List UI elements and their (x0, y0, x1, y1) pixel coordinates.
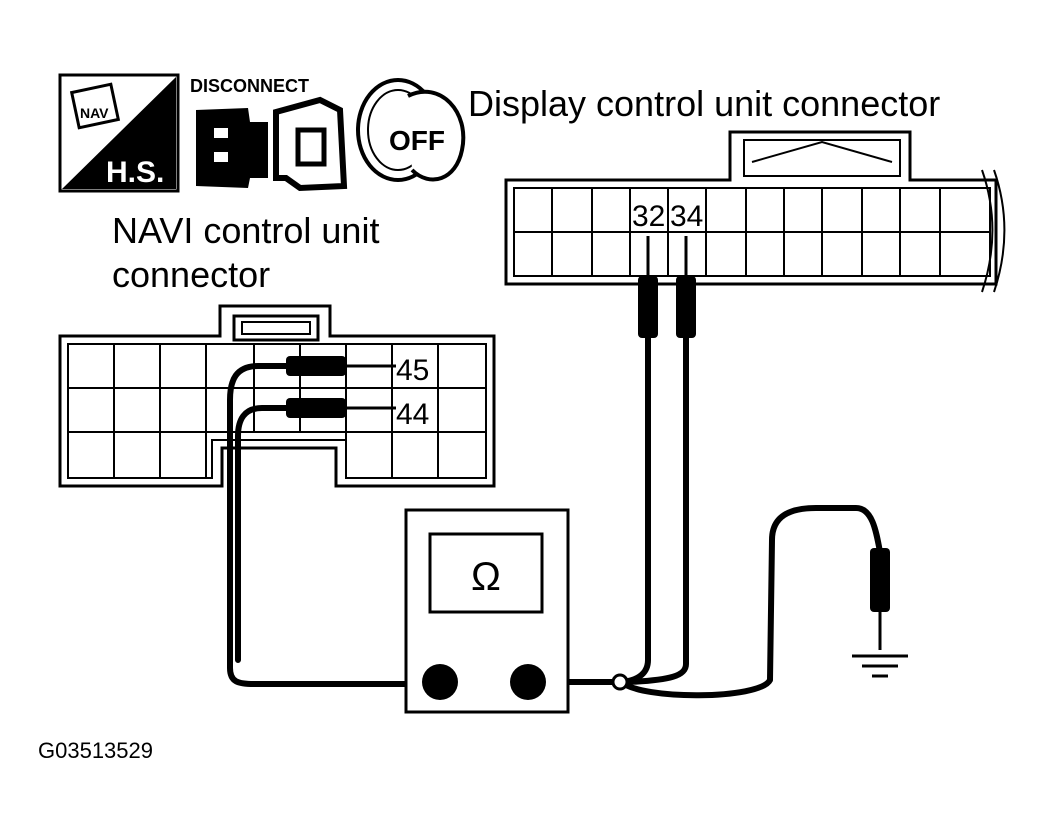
display-probe-32 (638, 236, 658, 338)
ground-icon (852, 654, 908, 678)
ohmmeter-icon: Ω (404, 508, 570, 714)
meter-left-terminal (422, 664, 458, 700)
display-connector: 32 34 (504, 130, 1006, 293)
meter-right-terminal (510, 664, 546, 700)
disconnect-label: DISCONNECT (190, 76, 309, 96)
figure-id: G03513529 (38, 738, 153, 763)
off-text: OFF (389, 125, 445, 156)
display-connector-title: Display control unit connector (468, 83, 940, 124)
svg-text:NAV: NAV (80, 105, 109, 121)
ground-probe (870, 548, 890, 650)
navi-connector-title-line1: NAVI control unit (112, 210, 379, 251)
navi-probe-45 (286, 356, 396, 376)
pin-44-label: 44 (396, 398, 429, 431)
navi-hs-icon: NAV H.S. (58, 73, 180, 193)
navi-connector: 45 44 (58, 304, 496, 488)
hs-text: H.S. (106, 156, 164, 189)
pin-45-label: 45 (396, 354, 429, 387)
display-probe-34 (676, 236, 696, 338)
pin-32-label: 32 (632, 200, 665, 233)
ignition-key-icon: OFF (356, 78, 466, 182)
navi-probe-44 (286, 398, 396, 418)
pin-34-label: 34 (670, 200, 703, 233)
navi-connector-title-line2: connector (112, 254, 270, 295)
wire-junction (611, 673, 629, 691)
ohm-symbol: Ω (471, 555, 501, 599)
connector-disconnect-icon: DISCONNECT (190, 76, 348, 192)
